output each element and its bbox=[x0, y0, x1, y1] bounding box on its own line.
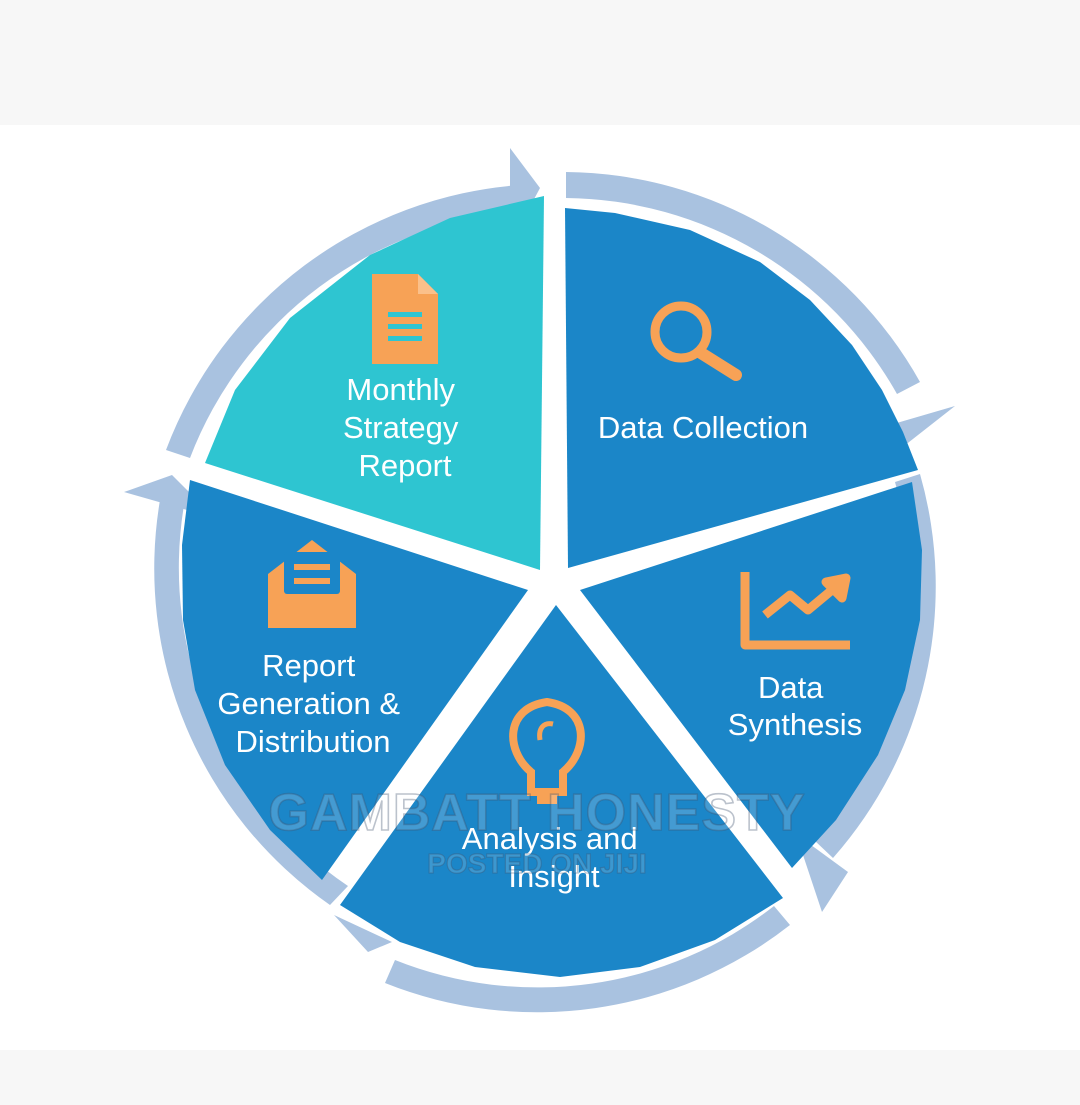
label-synthesis-line-2: Synthesis bbox=[728, 707, 862, 742]
document-icon bbox=[372, 274, 438, 364]
segment-data-collection bbox=[565, 208, 918, 568]
ring-arc-3 bbox=[385, 906, 790, 1013]
label-report-line-2: Generation & bbox=[217, 686, 400, 721]
watermark-sub: POSTED ON JIJI bbox=[427, 848, 646, 879]
magnifier-icon bbox=[650, 301, 742, 381]
label-collection-line-1: Data Collection bbox=[598, 410, 808, 445]
watermark-main: GAMBATT HONESTY bbox=[269, 784, 806, 842]
label-synthesis-line-1: Data bbox=[758, 670, 824, 705]
ring-arc-4 bbox=[154, 500, 348, 905]
label-monthly-line-3: Report bbox=[358, 448, 451, 483]
label-monthly-strategy-report: Monthly Strategy Report bbox=[343, 372, 467, 483]
label-data-collection: Data Collection bbox=[598, 410, 808, 445]
label-report-generation-distribution: Report Generation & Distribution bbox=[217, 648, 408, 759]
label-analysis-and-insight: Analysis and Insight bbox=[462, 821, 646, 894]
segment-monthly-strategy-report bbox=[205, 196, 544, 570]
label-report-line-3: Distribution bbox=[235, 724, 390, 759]
top-margin bbox=[0, 0, 1080, 125]
label-report-line-1: Report bbox=[262, 648, 355, 683]
label-analysis-line-2: Insight bbox=[508, 859, 600, 894]
label-monthly-line-2: Strategy bbox=[343, 410, 459, 445]
envelope-icon bbox=[268, 540, 356, 628]
label-data-synthesis: Data Synthesis bbox=[728, 670, 862, 742]
watermark: GAMBATT HONESTY POSTED ON JIJI bbox=[268, 783, 806, 879]
line-chart-icon bbox=[740, 572, 851, 650]
bottom-margin bbox=[0, 1050, 1080, 1105]
ring-arrowhead-3 bbox=[334, 915, 392, 952]
lightbulb-icon bbox=[509, 697, 585, 804]
segment-labels: Monthly Strategy Report Data Collection … bbox=[217, 372, 862, 894]
ring-arc-2 bbox=[814, 474, 936, 858]
ring-arc-1 bbox=[566, 172, 920, 394]
label-analysis-line-1: Analysis and bbox=[462, 821, 638, 856]
ring-arrowhead-2 bbox=[796, 834, 848, 912]
label-monthly-line-1: Monthly bbox=[346, 372, 455, 407]
